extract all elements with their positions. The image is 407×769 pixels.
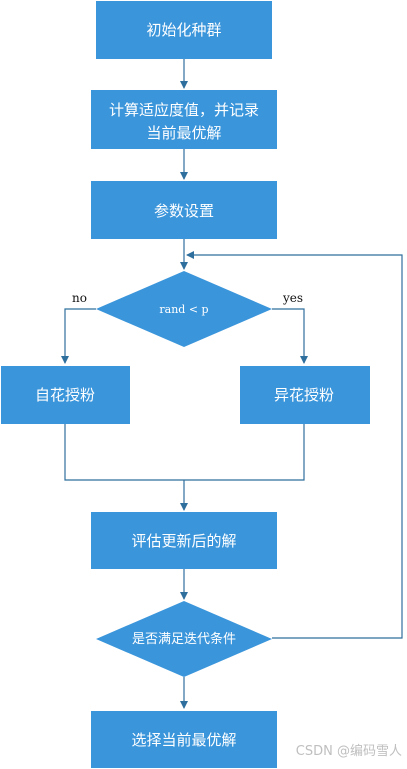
- self-pollination-label: 自花授粉: [35, 386, 95, 404]
- edge-condition-yes-branch: [272, 308, 308, 364]
- set-parameters-box: [91, 181, 277, 239]
- compute-fitness-box: [91, 90, 277, 149]
- edge-condition-no-branch: [61, 308, 96, 364]
- cross-pollination-box: [240, 366, 370, 424]
- select-best-label: 选择当前最优解: [131, 731, 236, 749]
- node-select-best: 选择当前最优解: [91, 711, 277, 768]
- node-self-pollination: 自花授粉: [1, 366, 130, 424]
- select-best-box: [91, 711, 277, 768]
- no-branch-label: no: [72, 291, 87, 305]
- init-population-box: [96, 1, 272, 59]
- evaluate-solutions-label: 评估更新后的解: [131, 532, 236, 550]
- node-evaluate-solutions: 评估更新后的解: [91, 512, 277, 569]
- init-population-label: 初始化种群: [146, 21, 221, 39]
- node-set-parameters: 参数设置: [91, 181, 277, 239]
- set-parameters-label: 参数设置: [154, 202, 214, 220]
- node-check-termination: 是否满足迭代条件: [96, 601, 272, 677]
- edges: [61, 58, 403, 709]
- cross-pollination-label: 异花授粉: [274, 386, 334, 404]
- edge-loop-back: [186, 251, 403, 639]
- condition-rand-label: rand < p: [159, 303, 208, 316]
- node-compute-fitness: 计算适应度值，并记录 当前最优解: [91, 90, 277, 149]
- node-cross-pollination: 异花授粉: [240, 366, 370, 424]
- compute-fitness-label-line2: 当前最优解: [146, 124, 221, 142]
- edge-cross-merge: [184, 423, 305, 481]
- condition-rand-diamond: [96, 271, 272, 347]
- check-termination-diamond: [96, 601, 272, 677]
- compute-fitness-label-line1: 计算适应度值，并记录: [109, 101, 259, 119]
- node-condition-rand: rand < p: [96, 271, 272, 347]
- yes-branch-label: yes: [282, 291, 303, 305]
- evaluate-solutions-box: [91, 512, 277, 569]
- self-pollination-box: [1, 366, 130, 424]
- check-termination-label: 是否满足迭代条件: [132, 631, 236, 647]
- node-init-population: 初始化种群: [96, 1, 272, 59]
- edge-self-merge: [64, 423, 184, 481]
- watermark-text: CSDN @编码雪人: [296, 744, 402, 759]
